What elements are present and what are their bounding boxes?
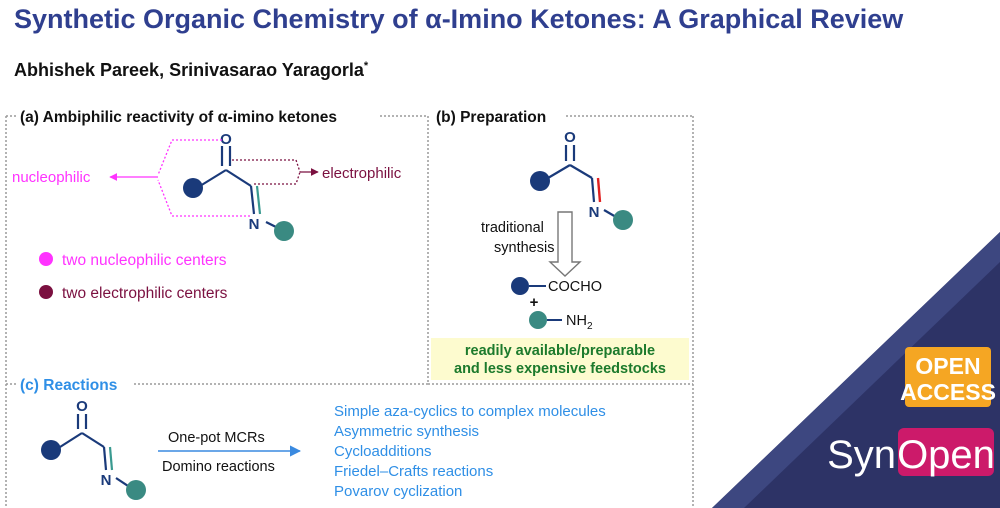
- panel-b: (b) Preparation O N traditional synthesi…: [431, 109, 689, 380]
- open-access-line1: OPEN: [915, 353, 980, 379]
- panel-a-heading: (a) Ambiphilic reactivity of α-imino ket…: [20, 106, 337, 126]
- panel-c-atom-o: O: [76, 398, 88, 415]
- arrow-label-line1: traditional: [481, 220, 544, 236]
- panel-b-molecule: O N: [530, 129, 633, 230]
- panel-a-atom-n: N: [249, 216, 260, 233]
- brand-wedge-highlight: [712, 232, 1000, 508]
- logo-syn: Syn: [827, 433, 896, 477]
- feedstock-highlight: [431, 338, 689, 380]
- legend-nucleophilic-dot: [39, 252, 53, 266]
- panel-a-atom-o: O: [220, 131, 232, 148]
- open-access-line2: ACCESS: [900, 379, 996, 405]
- outcome-item: Friedel–Crafts reactions: [334, 463, 493, 480]
- outcome-item: Cycloadditions: [334, 443, 432, 460]
- panel-b-atom-n: N: [589, 204, 600, 221]
- arrow-label-bottom: Domino reactions: [162, 459, 275, 475]
- panel-b-teal-ball: [613, 210, 633, 230]
- reagent-1-label: COCHO: [548, 279, 602, 295]
- panel-c-teal-ball: [126, 480, 146, 500]
- reagent-2-label: NH2: [566, 313, 593, 332]
- panel-c-molecule: O N: [41, 398, 146, 500]
- retro-arrow: [548, 211, 582, 277]
- corresponding-author-mark: *: [363, 60, 369, 72]
- panel-c-heading: (c) Reactions: [20, 377, 117, 394]
- outcome-item: Povarov cyclization: [334, 483, 462, 500]
- synopen-logo: Syn Open: [827, 428, 995, 477]
- panel-b-heading: (b) Preparation: [436, 109, 546, 126]
- arrow-label-line2: synthesis: [494, 240, 554, 256]
- electrophilic-arrows: [232, 159, 319, 185]
- panel-c-navy-ball: [41, 440, 61, 460]
- panel-a-molecule: O N: [183, 131, 294, 241]
- reagent-amine: NH2: [529, 311, 593, 332]
- panel-frames: [5, 115, 694, 508]
- panel-b-navy-ball: [530, 171, 550, 191]
- panel-a: (a) Ambiphilic reactivity of α-imino ket…: [12, 106, 402, 302]
- highlight-line2: and less expensive feedstocks: [454, 361, 666, 377]
- legend-electrophilic-dot: [39, 285, 53, 299]
- reaction-outcomes: Simple aza-cyclics to complex molecules …: [334, 403, 606, 500]
- outcome-item: Asymmetric synthesis: [334, 423, 479, 440]
- label-nucleophilic: nucleophilic: [12, 169, 91, 186]
- panel-a-teal-ball: [274, 221, 294, 241]
- plus-sign: +: [530, 294, 539, 311]
- author-list: Abhishek Pareek, Srinivasarao Yaragorla*: [14, 60, 368, 81]
- panel-b-atom-o: O: [564, 129, 576, 146]
- open-access-badge: OPEN ACCESS: [900, 347, 996, 407]
- page-title: Synthetic Organic Chemistry of α-Imino K…: [14, 4, 904, 34]
- panel-c-atom-n: N: [101, 472, 112, 489]
- panel-c: (c) Reactions O N One-pot MCRs Domino re…: [20, 377, 606, 500]
- legend-nucleophilic: two nucleophilic centers: [62, 252, 227, 269]
- nucleophilic-arrows: [109, 139, 250, 217]
- reagent-glyoxal: COCHO: [511, 277, 602, 295]
- logo-open: Open: [897, 433, 995, 477]
- label-electrophilic: electrophilic: [322, 165, 402, 182]
- outcome-item: Simple aza-cyclics to complex molecules: [334, 403, 606, 420]
- panel-a-navy-ball: [183, 178, 203, 198]
- arrow-label-top: One-pot MCRs: [168, 430, 265, 446]
- legend-electrophilic: two electrophilic centers: [62, 285, 228, 302]
- highlight-line1: readily available/preparable: [465, 343, 655, 359]
- author-names: Abhishek Pareek, Srinivasarao Yaragorla: [14, 60, 364, 80]
